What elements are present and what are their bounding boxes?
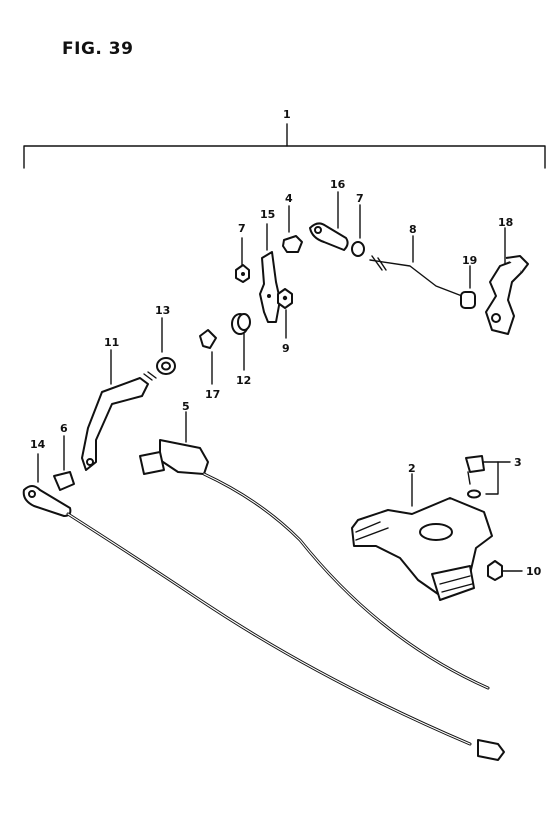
callout-12: 12 <box>236 374 251 387</box>
part-4-stud <box>282 205 303 253</box>
part-19-bushing <box>460 265 476 309</box>
callout-2: 2 <box>408 462 416 475</box>
figure-title: FIG. 39 <box>62 39 134 59</box>
callout-9: 9 <box>282 342 290 355</box>
part-18-lever-bracket <box>485 227 529 335</box>
part-5-cable-end <box>139 411 209 475</box>
part-2-bracket <box>351 473 493 601</box>
callout-3: 3 <box>514 456 522 469</box>
part-13-washer <box>156 317 176 375</box>
part-9-nut <box>277 288 293 339</box>
callout-15: 15 <box>260 208 275 221</box>
part-7-nut-left <box>235 237 250 283</box>
part-12-bushing <box>231 313 251 371</box>
part-3-bolt <box>465 455 511 499</box>
part-6-bolt <box>53 435 75 491</box>
part-8-rod <box>369 235 463 297</box>
callout-14: 14 <box>30 438 46 451</box>
callout-17: 17 <box>205 388 220 401</box>
callout-7-right: 7 <box>356 192 364 205</box>
part-15-plate <box>259 223 281 323</box>
part-7-nut-right <box>351 204 365 257</box>
callout-5: 5 <box>182 400 190 413</box>
callout-11: 11 <box>104 336 119 349</box>
callout-18: 18 <box>498 216 513 229</box>
assembly-bracket <box>23 123 546 169</box>
part-16-rod-end <box>309 191 349 251</box>
callout-19: 19 <box>462 254 477 267</box>
callout-10: 10 <box>526 565 542 578</box>
part-11-lever <box>81 349 157 471</box>
part-17-clip <box>199 329 217 385</box>
callout-13: 13 <box>155 304 170 317</box>
callout-16: 16 <box>330 178 346 191</box>
callout-8: 8 <box>409 223 417 236</box>
callout-4: 4 <box>285 192 293 205</box>
part-10-nut <box>487 560 523 581</box>
callout-6: 6 <box>60 422 68 435</box>
callout-7-left: 7 <box>238 222 246 235</box>
control-cables <box>66 472 505 761</box>
callout-1: 1 <box>283 108 291 121</box>
